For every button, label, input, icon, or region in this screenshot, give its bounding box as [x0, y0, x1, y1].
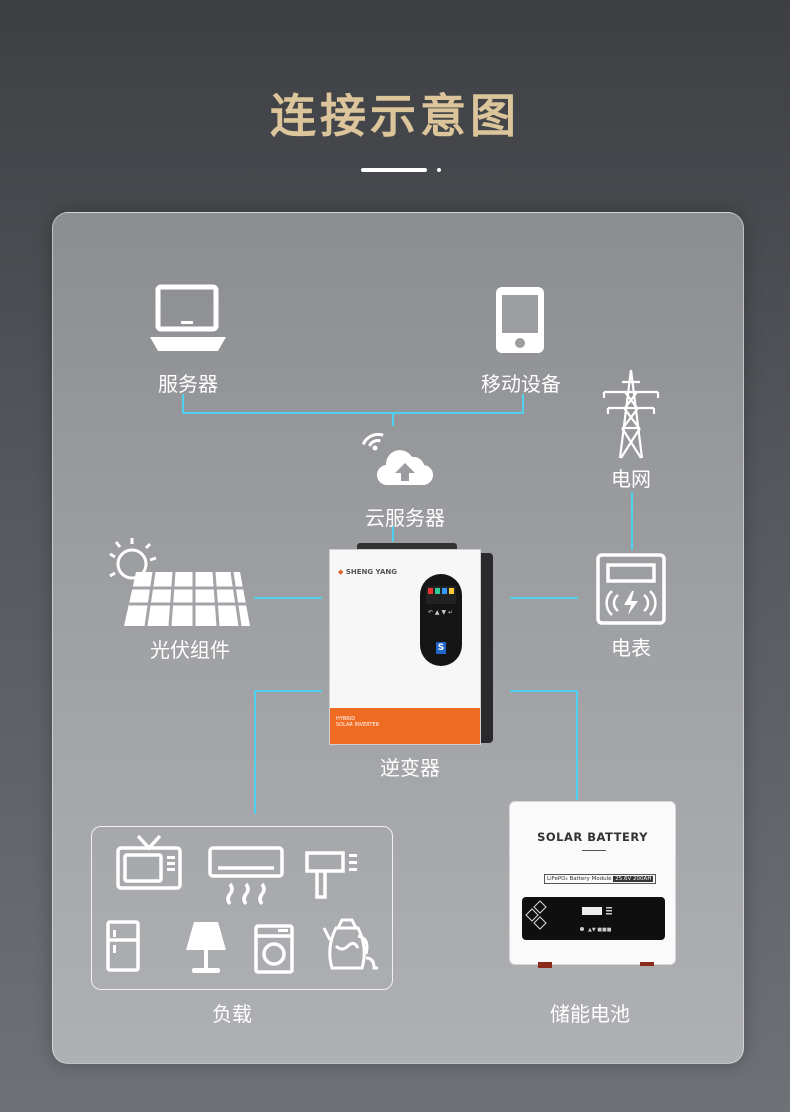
line-cloud-inverter — [392, 526, 394, 542]
cloud-upload-icon — [376, 450, 434, 486]
battery-device: SOLAR BATTERY LiFePO₄ Battery Module 25.… — [509, 801, 676, 968]
server-label: 服务器 — [158, 372, 218, 396]
washing-machine-icon — [254, 924, 294, 974]
mobile-label: 移动设备 — [481, 372, 561, 396]
line-pv-inverter — [254, 597, 322, 599]
inverter-top — [357, 543, 457, 551]
inverter-logo-badge: S — [436, 642, 446, 654]
title-underline-dot — [437, 168, 441, 172]
battery-brand: SOLAR BATTERY — [537, 830, 648, 844]
battery-control-panel: ▲▼ ■■■ — [522, 897, 665, 940]
inverter-body: ◆ SHENG YANG ↶ ▲ ▼ ↵ S HYBRID SOLAR INVE… — [329, 549, 481, 745]
hair-dryer-icon — [305, 851, 357, 899]
inverter-label: 逆变器 — [380, 756, 440, 780]
kettle-icon — [322, 918, 378, 970]
line-battery-h — [510, 690, 578, 692]
inverter-brand: ◆ SHENG YANG — [338, 568, 397, 576]
solar-panel-icon — [109, 538, 250, 627]
inverter-display: ↶ ▲ ▼ ↵ S — [420, 574, 462, 666]
cloud-label: 云服务器 — [365, 506, 445, 530]
wifi-icon — [361, 432, 384, 451]
tv-icon — [116, 834, 182, 890]
battery-label: 储能电池 — [550, 1002, 630, 1026]
battery-foot — [538, 962, 552, 968]
inverter-orange-band: HYBRID SOLAR INVERTER — [330, 708, 480, 744]
table-lamp-icon — [186, 922, 226, 973]
line-server-mobile — [182, 412, 524, 414]
load-label: 负载 — [212, 1002, 252, 1026]
line-to-cloud — [392, 412, 394, 426]
inverter-device: ◆ SHENG YANG ↶ ▲ ▼ ↵ S HYBRID SOLAR INVE… — [329, 543, 493, 745]
power-tower-icon — [602, 369, 660, 459]
battery-foot — [640, 962, 654, 966]
air-conditioner-icon — [208, 846, 284, 906]
pv-label: 光伏组件 — [150, 638, 230, 662]
laptop-icon — [150, 284, 226, 351]
svg-text:▲▼ ■■■: ▲▼ ■■■ — [588, 927, 612, 933]
line-load-h — [254, 690, 322, 692]
inverter-model: HYBRID SOLAR INVERTER — [336, 716, 380, 728]
smartphone-icon — [496, 287, 544, 353]
page-title: 连接示意图 — [270, 89, 520, 143]
grid-label: 电网 — [611, 467, 651, 491]
line-load-v — [254, 690, 256, 814]
line-mobile-down — [522, 394, 524, 414]
meter-label: 电表 — [611, 636, 651, 660]
title-underline — [361, 168, 427, 172]
battery-divider — [582, 850, 606, 851]
load-group — [91, 826, 393, 990]
line-battery-v — [576, 690, 578, 800]
inverter-side — [479, 553, 493, 743]
line-server-down — [182, 394, 184, 414]
svg-text:↶ ▲ ▼ ↵: ↶ ▲ ▼ ↵ — [428, 609, 453, 616]
refrigerator-icon — [106, 920, 140, 972]
line-inverter-meter — [510, 597, 578, 599]
battery-spec: LiFePO₄ Battery Module 25.6V 200AH — [544, 874, 657, 884]
line-grid-meter — [631, 492, 633, 550]
electric-meter-icon — [596, 553, 666, 625]
